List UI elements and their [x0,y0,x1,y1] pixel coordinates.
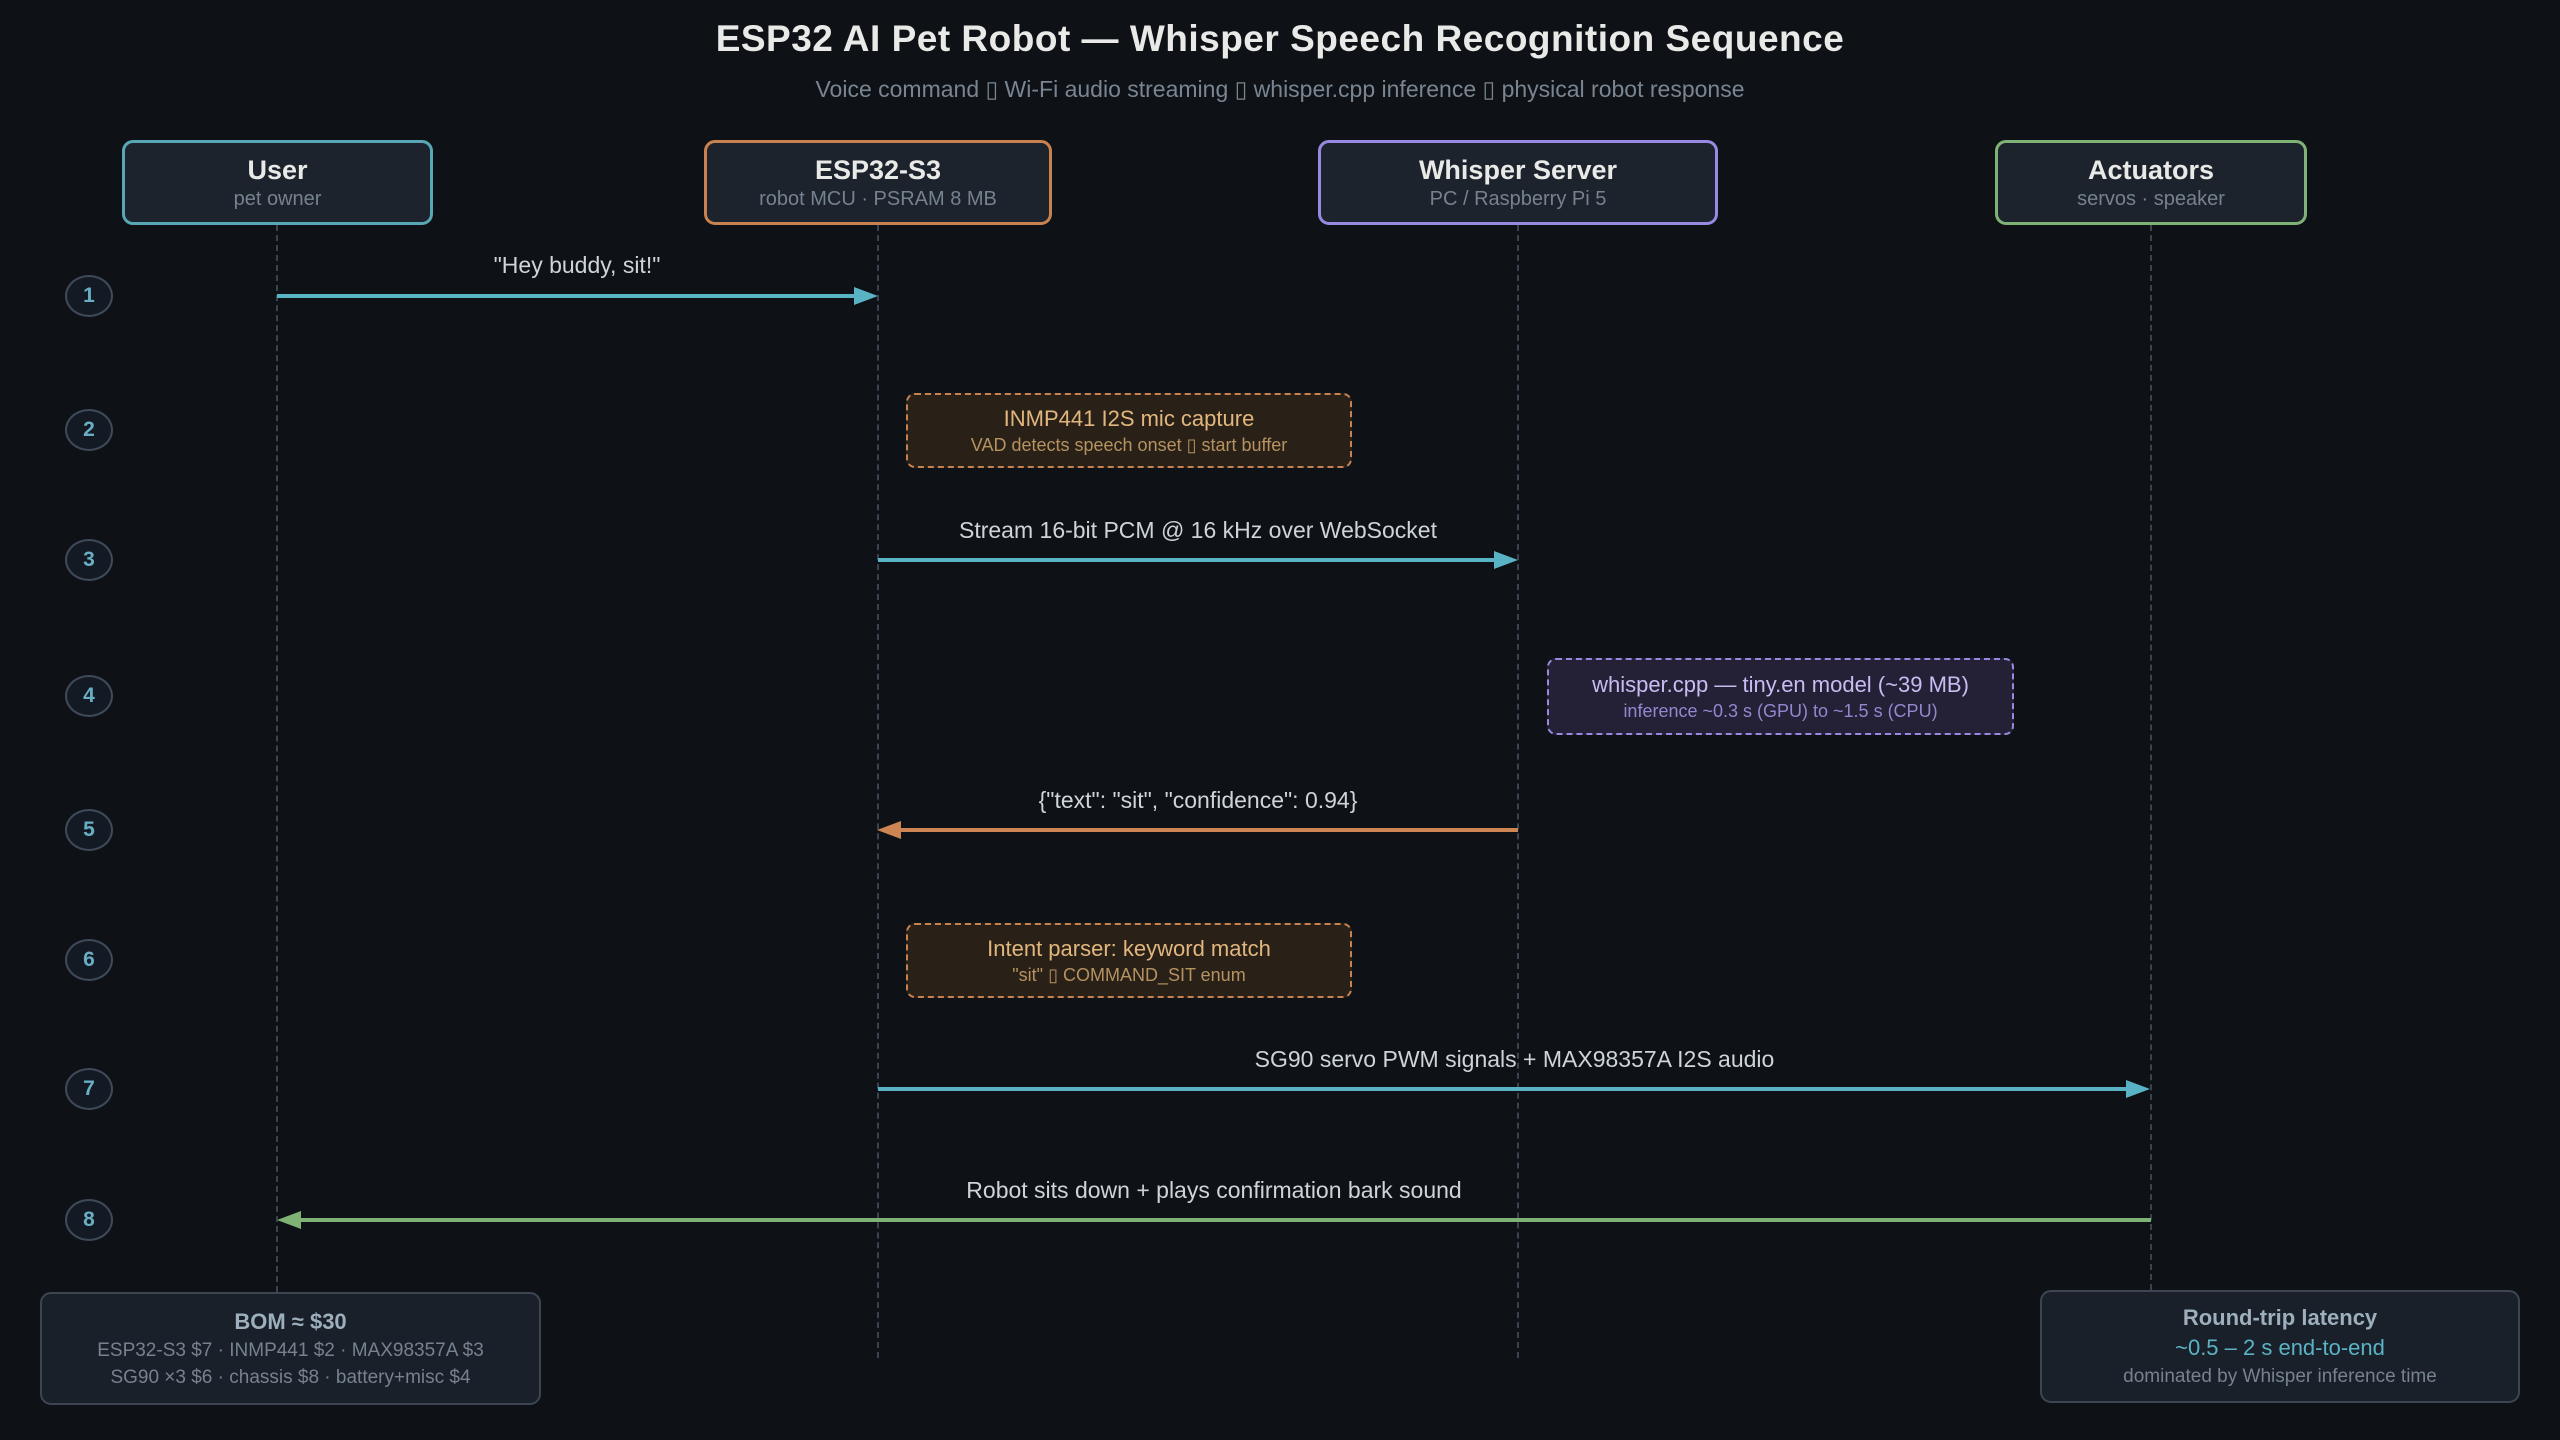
message-3-label: Stream 16-bit PCM @ 16 kHz over WebSocke… [959,517,1437,543]
note-mic-capture-sub: VAD detects speech onset ▯ start buffer [970,434,1288,455]
message-7-arrowhead-icon [2126,1080,2150,1098]
note-mic-capture-title: INMP441 I2S mic capture [1003,405,1255,431]
bom-card-title: BOM ≈ $30 [234,1308,347,1334]
note-whisper-model-sub: inference ~0.3 s (GPU) to ~1.5 s (CPU) [1623,700,1938,721]
actor-actuators-name: Actuators [2087,154,2215,185]
message-1-label: "Hey buddy, sit!" [493,252,661,278]
message-3-arrowhead-icon [1494,551,1518,569]
message-1-arrowhead-icon [854,287,878,305]
step-badge-7: 7 [65,1068,113,1110]
message-8-label: Robot sits down + plays confirmation bar… [966,1177,1462,1203]
actor-actuators: Actuators servos · speaker [1995,140,2307,225]
message-7-arrow [878,1087,2127,1091]
actor-esp32-sub: robot MCU · PSRAM 8 MB [759,187,997,210]
actor-whisper-server-sub: PC / Raspberry Pi 5 [1429,187,1607,210]
latency-card-title: Round-trip latency [2182,1305,2378,1330]
step-badge-2: 2 [65,409,113,451]
lifeline-user [276,225,278,1292]
lifeline-whisper-server [1517,225,1519,1358]
actor-user: User pet owner [122,140,433,225]
diagram-subtitle: Voice command ▯ Wi-Fi audio streaming ▯ … [815,76,1745,102]
actor-esp32: ESP32-S3 robot MCU · PSRAM 8 MB [704,140,1052,225]
step-badge-6: 6 [65,939,113,981]
step-badge-5: 5 [65,809,113,851]
step-badge-4: 4 [65,675,113,717]
note-intent-parser-title: Intent parser: keyword match [987,935,1271,961]
actor-esp32-name: ESP32-S3 [814,154,942,185]
bom-card: BOM ≈ $30 ESP32-S3 $7 · INMP441 $2 · MAX… [40,1292,541,1405]
diagram-title: ESP32 AI Pet Robot — Whisper Speech Reco… [715,18,1845,59]
note-mic-capture: INMP441 I2S mic capture VAD detects spee… [906,393,1352,468]
bom-card-line1: ESP32-S3 $7 · INMP441 $2 · MAX98357A $3 [97,1339,484,1361]
bom-card-line2: SG90 ×3 $6 · chassis $8 · battery+misc $… [110,1366,471,1388]
actor-whisper-server-name: Whisper Server [1418,154,1618,185]
message-5-arrowhead-icon [877,821,901,839]
message-5-label: {"text": "sit", "confidence": 0.94} [1038,787,1358,813]
message-8-arrowhead-icon [277,1211,301,1229]
actor-whisper-server: Whisper Server PC / Raspberry Pi 5 [1318,140,1718,225]
actor-actuators-sub: servos · speaker [2077,187,2225,210]
note-intent-parser: Intent parser: keyword match "sit" ▯ COM… [906,923,1352,998]
latency-card-sub: dominated by Whisper inference time [2123,1366,2437,1387]
message-5-arrow [901,828,1518,832]
latency-card-value: ~0.5 – 2 s end-to-end [2175,1335,2385,1360]
actor-user-sub: pet owner [233,187,322,210]
message-7-label: SG90 servo PWM signals + MAX98357A I2S a… [1254,1046,1775,1072]
message-8-arrow [301,1218,2151,1222]
step-badge-8: 8 [65,1199,113,1241]
step-badge-3: 3 [65,539,113,581]
step-badge-1: 1 [65,275,113,317]
message-1-arrow [277,294,855,298]
message-3-arrow [878,558,1495,562]
lifeline-esp32 [877,225,879,1358]
actor-user-name: User [247,154,308,185]
lifeline-actuators [2150,225,2152,1290]
note-whisper-model: whisper.cpp — tiny.en model (~39 MB) inf… [1547,658,2014,735]
note-whisper-model-title: whisper.cpp — tiny.en model (~39 MB) [1592,671,1969,697]
note-intent-parser-sub: "sit" ▯ COMMAND_SIT enum [1012,964,1246,985]
latency-card: Round-trip latency ~0.5 – 2 s end-to-end… [2040,1290,2520,1403]
